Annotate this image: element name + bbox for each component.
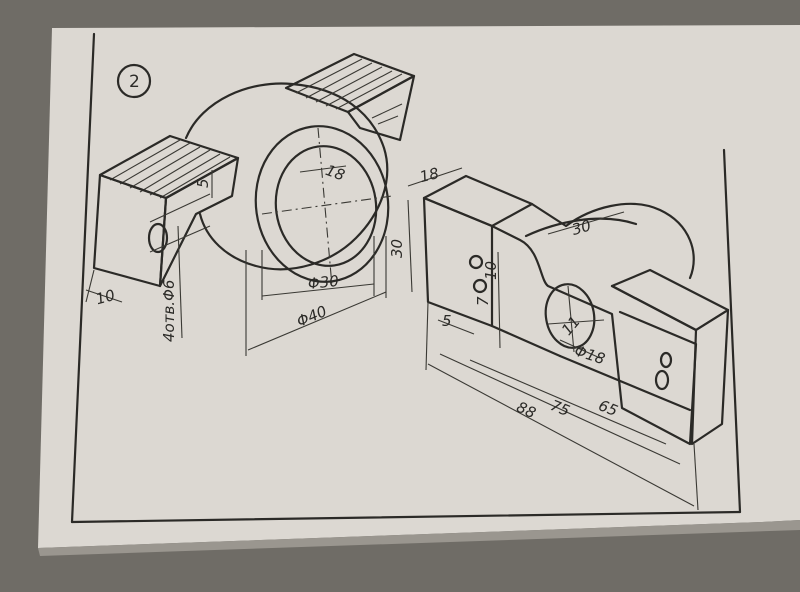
right-lug-side [346, 74, 416, 142]
left-part: 18 5 Φ30 Φ40 10 4отв.Φ6 [85, 52, 416, 356]
dim-right-7: 7 [474, 296, 492, 306]
paper-shadow-edge [38, 520, 800, 556]
left-ring-inner [274, 145, 378, 267]
dim-left-holes: 4отв.Φ6 [160, 280, 178, 342]
dim-left-18: 18 [323, 161, 347, 184]
dim-right-30-boss: 30 [570, 216, 593, 239]
left-lug-hole [147, 222, 169, 254]
left-center-line-h [261, 195, 393, 215]
dim-right-75: 75 [548, 396, 572, 420]
right-lug-hatching [295, 58, 403, 110]
dim-left-phi30: Φ30 [307, 272, 340, 293]
badge-number: 2 [129, 72, 140, 92]
left-lug-side [158, 156, 240, 288]
frame-line-bottom [70, 510, 742, 524]
dim-left-10: 10 [94, 286, 117, 308]
paper-sheet [38, 25, 800, 548]
left-lug-hatching [109, 139, 231, 199]
rp-hole-4 [659, 351, 673, 369]
dim-right-65: 65 [596, 396, 620, 420]
rp-plate-front [490, 224, 698, 446]
dim-right-30-height: 30 [388, 239, 406, 258]
dim-right-18: 18 [418, 164, 441, 186]
dim-right-10: 10 [482, 261, 500, 280]
rp-hole-1 [468, 254, 484, 270]
rp-hole-3 [654, 369, 670, 391]
rp-hole-2 [472, 278, 488, 294]
figure-number-badge: 2 [116, 63, 152, 99]
dim-right-5: 5 [442, 312, 452, 330]
rp-right-block-front [690, 308, 730, 446]
left-ring-outer [254, 125, 390, 283]
rp-boss-top [530, 202, 695, 280]
dim-left-5: 5 [194, 178, 212, 188]
left-center-line-v [317, 127, 333, 287]
frame-line-right [722, 148, 742, 514]
frame-line-left [70, 32, 96, 524]
